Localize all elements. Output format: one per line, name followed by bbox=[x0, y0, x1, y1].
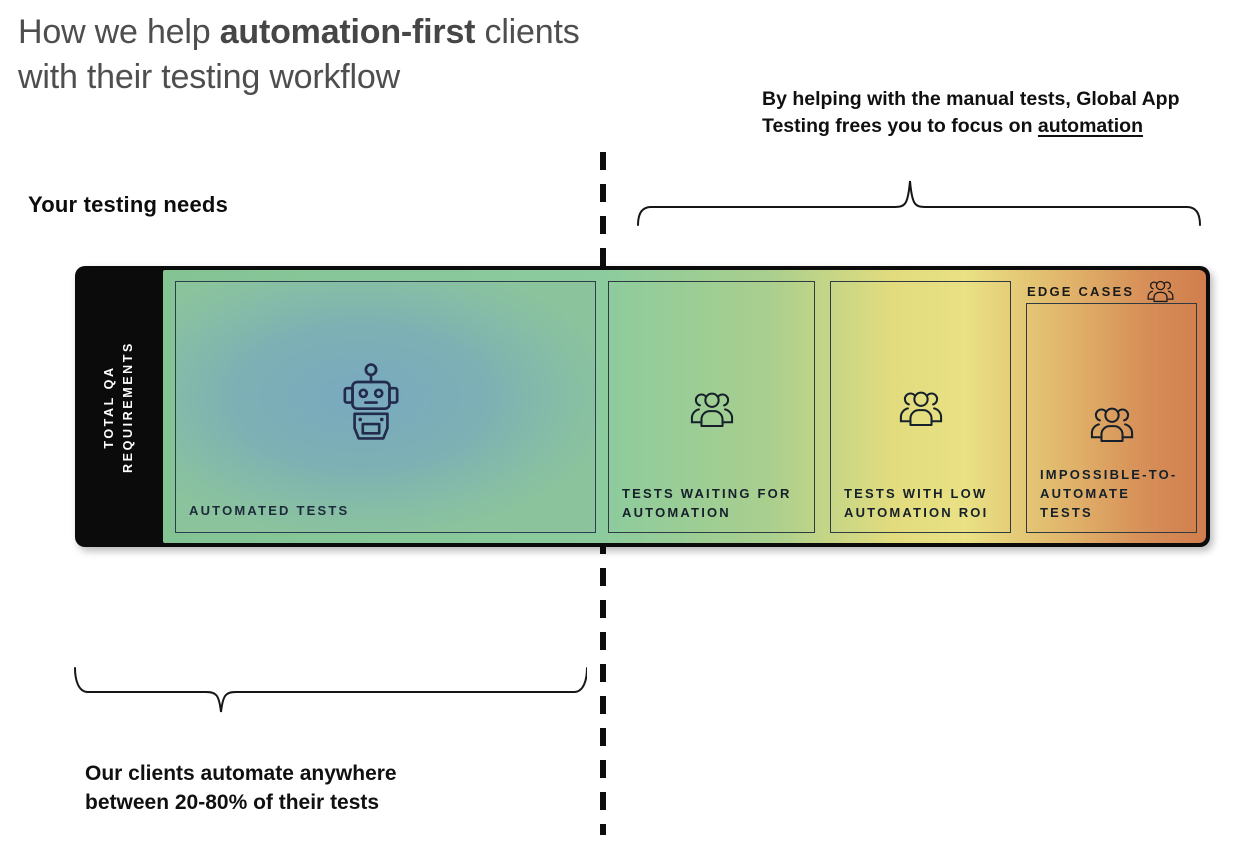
bottom-brace bbox=[73, 666, 587, 716]
your-testing-needs-heading: Your testing needs bbox=[28, 192, 228, 217]
segment-label: AUTOMATED TESTS bbox=[189, 503, 350, 518]
segment-impossible: IMPOSSIBLE-TO-AUTOMATE TESTS bbox=[1026, 303, 1197, 533]
segment-low-roi: TESTS WITH LOW AUTOMATION ROI bbox=[830, 281, 1011, 533]
segment-automated-tests: AUTOMATED TESTS bbox=[175, 281, 596, 533]
robot-icon bbox=[338, 362, 404, 447]
top-brace bbox=[636, 178, 1202, 228]
qa-requirements-bar: TOTAL QA REQUIREMENTS AUTOMATED TESTS TE… bbox=[75, 266, 1210, 547]
edge-cases-row: EDGE CASES bbox=[1027, 279, 1175, 303]
title-prefix: How we help bbox=[18, 13, 220, 51]
title-emphasis: automation-first bbox=[219, 13, 476, 51]
bottom-line2: between 20-80% of their tests bbox=[85, 791, 380, 814]
people-group-icon bbox=[1088, 405, 1135, 444]
bottom-line1: Our clients automate anywhere bbox=[85, 762, 397, 785]
bottom-left-annotation: Our clients automate anywhere between 20… bbox=[85, 759, 397, 817]
people-group-icon bbox=[897, 389, 944, 428]
segment-label: TESTS WITH LOW AUTOMATION ROI bbox=[844, 486, 989, 520]
segment-label: TESTS WAITING FOR AUTOMATION bbox=[622, 486, 792, 520]
edge-cases-people-icon bbox=[1146, 279, 1175, 303]
title-suffix: clients bbox=[475, 13, 580, 51]
edge-cases-label: EDGE CASES bbox=[1027, 283, 1135, 299]
title-line2: with their testing workflow bbox=[18, 58, 400, 96]
page-title: How we help automation-first clients wit… bbox=[18, 10, 580, 100]
annotation-line1: By helping with the manual tests, Global… bbox=[762, 88, 1180, 110]
annotation-underlined-word: automation bbox=[1037, 115, 1144, 137]
segment-label: IMPOSSIBLE-TO-AUTOMATE TESTS bbox=[1040, 467, 1178, 520]
annotation-line2: Testing frees you to focus on bbox=[762, 115, 1038, 137]
segment-tests-waiting: TESTS WAITING FOR AUTOMATION bbox=[608, 281, 815, 533]
people-group-icon bbox=[688, 390, 735, 429]
top-right-annotation: By helping with the manual tests, Global… bbox=[762, 86, 1232, 140]
total-qa-requirements-label: TOTAL QA REQUIREMENTS bbox=[102, 340, 136, 473]
